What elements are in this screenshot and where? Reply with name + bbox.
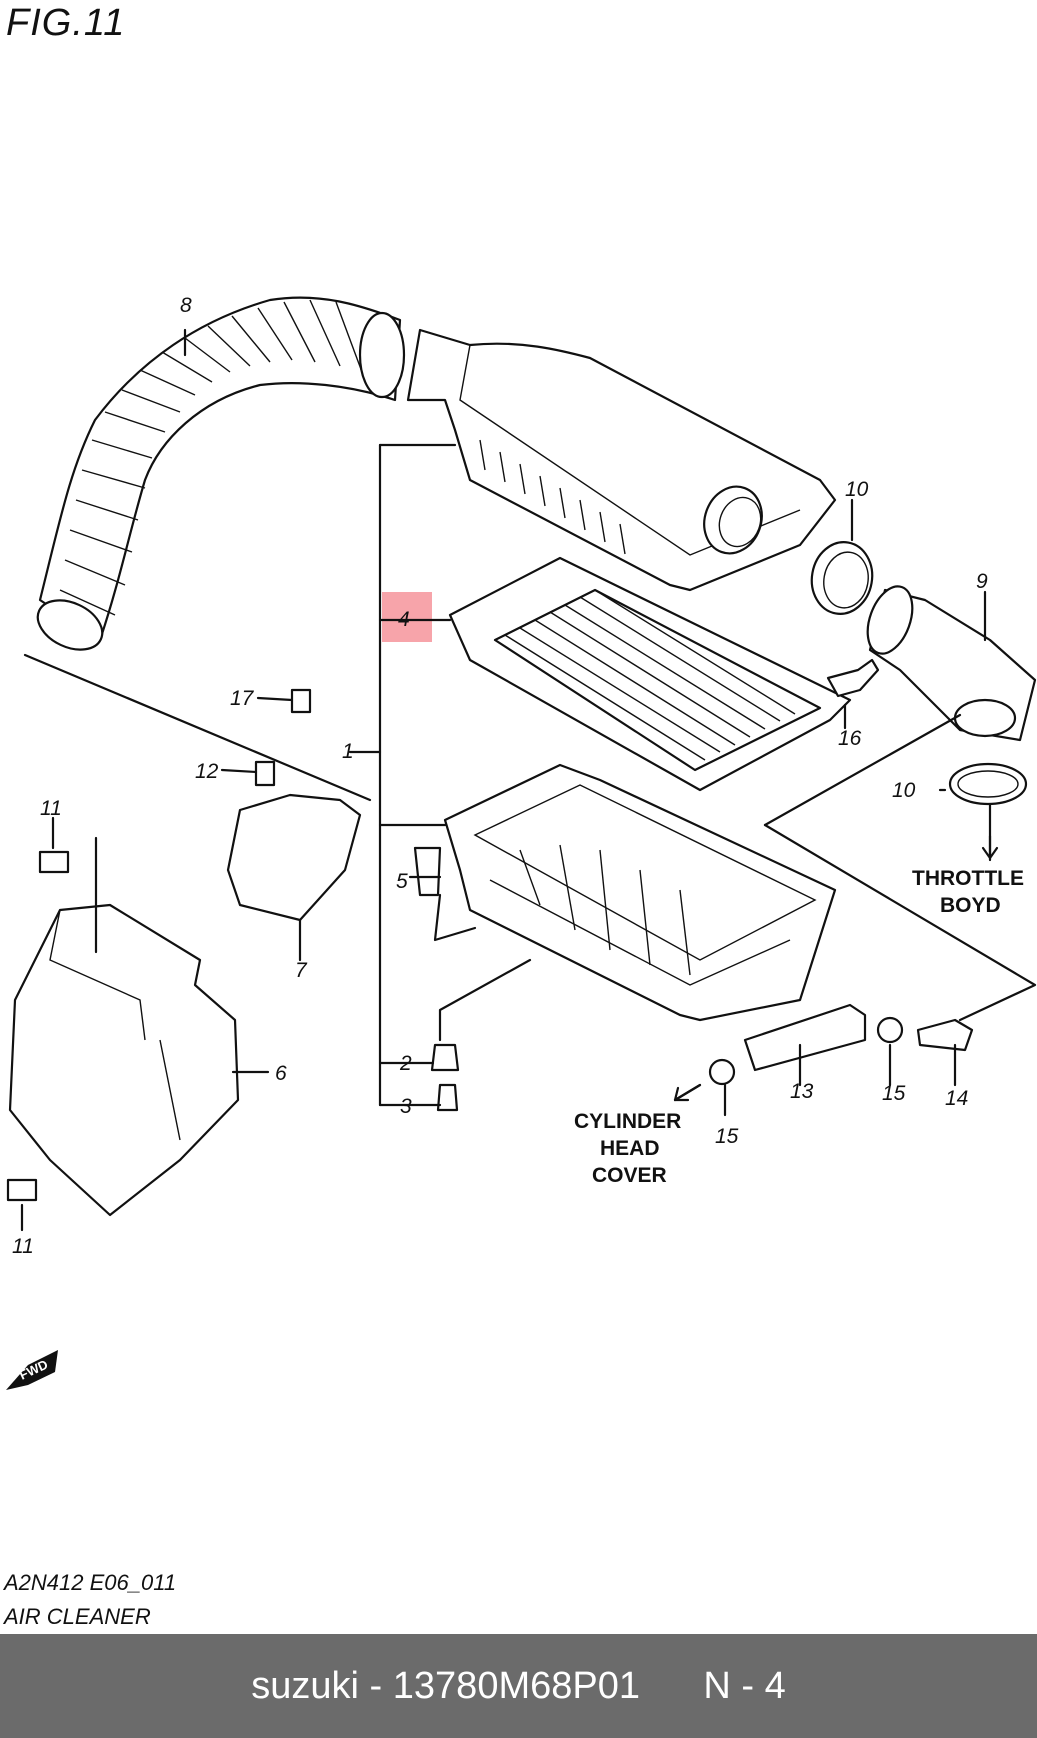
fwd-arrow-icon: FWD bbox=[6, 1350, 58, 1390]
callout-10-b: 10 bbox=[892, 779, 916, 802]
callout-13: 13 bbox=[790, 1080, 814, 1103]
part-5-screw[interactable] bbox=[413, 846, 442, 897]
part-4-filter-element[interactable] bbox=[448, 556, 852, 792]
air-cleaner-upper-case[interactable] bbox=[406, 328, 837, 592]
part-8-intake-hose[interactable] bbox=[30, 296, 406, 660]
diagram-name: AIR CLEANER bbox=[4, 1604, 151, 1629]
callout-12: 12 bbox=[195, 760, 219, 783]
part-11-bolt-a[interactable] bbox=[38, 850, 70, 874]
callout-10-a: 10 bbox=[845, 478, 869, 501]
callout-4: 4 bbox=[398, 608, 410, 631]
part-10-clamp-b[interactable] bbox=[948, 762, 1028, 806]
highlighted-part-marker[interactable] bbox=[382, 592, 432, 642]
brand-label: suzuki bbox=[251, 1664, 359, 1707]
callout-6: 6 bbox=[275, 1062, 287, 1085]
parts-diagram: 8 10 9 4 16 17 1 12 10 11 5 7 6 2 3 13 1… bbox=[6, 294, 1037, 1390]
part-15-clip-a[interactable] bbox=[876, 1016, 904, 1044]
callout-8: 8 bbox=[180, 294, 192, 317]
part-9-hose[interactable] bbox=[859, 580, 1037, 742]
part-16-sensor[interactable] bbox=[826, 658, 880, 698]
part-3-pin[interactable] bbox=[436, 1083, 459, 1112]
cylinder-note-line3: COVER bbox=[592, 1164, 667, 1187]
position-label: N - 4 bbox=[703, 1664, 786, 1707]
callout-9: 9 bbox=[976, 570, 988, 593]
callout-16: 16 bbox=[838, 727, 862, 750]
brand-separator: - bbox=[359, 1664, 393, 1707]
part-14-elbow[interactable] bbox=[916, 1018, 974, 1052]
callout-3: 3 bbox=[400, 1095, 412, 1118]
callout-11-a: 11 bbox=[40, 797, 62, 820]
throttle-note-line2: BOYD bbox=[940, 894, 1001, 917]
part-2-grommet[interactable] bbox=[430, 1043, 460, 1072]
part-10-clamp-a[interactable] bbox=[806, 537, 878, 618]
callout-15-b: 15 bbox=[715, 1125, 739, 1148]
callout-5: 5 bbox=[396, 870, 408, 893]
part-info-bar: suzuki - 13780M68P01 N - 4 bbox=[0, 1634, 1037, 1738]
callout-1: 1 bbox=[342, 740, 354, 763]
part-6-duct[interactable] bbox=[8, 903, 240, 1217]
part-11-bolt-b[interactable] bbox=[6, 1178, 38, 1202]
gap bbox=[640, 1665, 703, 1708]
part-15-clip-b[interactable] bbox=[708, 1058, 736, 1086]
part-13-hose[interactable] bbox=[743, 1003, 867, 1072]
callout-15-a: 15 bbox=[882, 1082, 906, 1105]
cylinder-note-line2: HEAD bbox=[600, 1137, 660, 1160]
diagram-code: A2N412 E06_011 bbox=[4, 1570, 177, 1595]
part-7-duct[interactable] bbox=[226, 793, 362, 922]
cylinder-note-line1: CYLINDER bbox=[574, 1110, 681, 1133]
callout-7: 7 bbox=[295, 959, 308, 982]
air-cleaner-lower-case[interactable] bbox=[443, 763, 837, 1022]
callout-14: 14 bbox=[945, 1087, 968, 1110]
callout-11-b: 11 bbox=[12, 1235, 34, 1258]
throttle-note-line1: THROTTLE bbox=[912, 867, 1024, 890]
part-number-label[interactable]: 13780M68P01 bbox=[392, 1664, 640, 1707]
figure-title: FIG.11 bbox=[6, 2, 126, 44]
part-12-bolt[interactable] bbox=[254, 760, 276, 787]
callout-17: 17 bbox=[230, 687, 255, 710]
callout-2: 2 bbox=[399, 1052, 412, 1075]
part-17-bolt[interactable] bbox=[290, 688, 312, 714]
